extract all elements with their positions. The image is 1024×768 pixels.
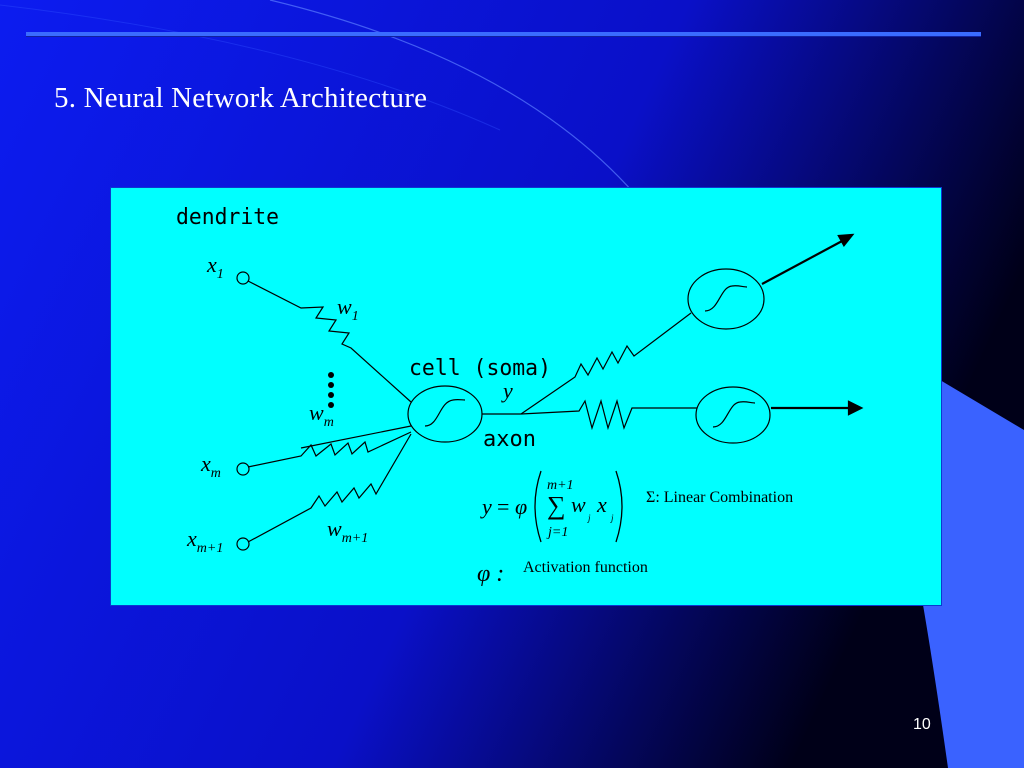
ellipsis-dot xyxy=(328,392,334,398)
neuron-diagram-panel: dendrite x1 xm xm+1 w1 wm wm+1 cell (som… xyxy=(110,187,942,606)
title-divider xyxy=(26,32,981,36)
formula-upper-limit: m+1 xyxy=(547,478,574,493)
output-node-lower xyxy=(695,386,771,444)
phi-note: Activation function xyxy=(523,559,648,576)
output-arrow-upper xyxy=(761,239,845,285)
formula-lhs-y: y xyxy=(480,494,492,519)
ellipsis-dot xyxy=(328,402,334,408)
connection-xm1 xyxy=(247,433,412,543)
weight-label-w1: w1 xyxy=(337,294,359,324)
formula-sum-sign: ∑ xyxy=(547,491,566,520)
formula-w-subscript: j xyxy=(587,513,591,523)
output-node-upper xyxy=(687,268,765,330)
soma-sigmoid-icon xyxy=(424,398,466,427)
axon-branch-lower xyxy=(520,398,697,431)
activation-formula: y = φ m+1 ∑ j=1 w j x j xyxy=(480,470,623,543)
formula-left-paren xyxy=(534,470,542,543)
formula-x-subscript: j xyxy=(610,513,614,523)
formula-equals: = xyxy=(497,494,509,519)
output-upper-sigmoid-icon xyxy=(704,285,748,312)
ellipsis-dot xyxy=(328,372,334,378)
axon-branch-upper xyxy=(520,312,692,415)
sigma-note: Σ: Linear Combination xyxy=(646,489,793,506)
formula-x: x xyxy=(596,492,607,517)
cell-soma-label: cell (soma) xyxy=(409,356,551,381)
input-node-xm xyxy=(236,462,250,476)
weight-label-wm1: wm+1 xyxy=(327,516,368,546)
input-node-xm1 xyxy=(236,537,250,551)
ellipsis-dot xyxy=(328,382,334,388)
input-label-xm: xm xyxy=(200,451,221,481)
soma-node xyxy=(407,385,483,443)
weight-label-wm: wm xyxy=(309,400,334,430)
formula-lower-limit: j=1 xyxy=(546,525,568,540)
connection-xm-upper xyxy=(300,425,412,449)
output-lower-sigmoid-icon xyxy=(712,401,756,428)
formula-w: w xyxy=(571,492,586,517)
neuron-diagram: dendrite x1 xm xm+1 w1 wm wm+1 cell (som… xyxy=(176,205,864,587)
slide-title: 5. Neural Network Architecture xyxy=(54,82,428,114)
dendrite-label: dendrite xyxy=(176,205,279,230)
input-label-x1: x1 xyxy=(206,252,224,282)
input-label-xm1: xm+1 xyxy=(186,526,223,556)
page-number: 10 xyxy=(913,716,931,733)
phi-symbol: φ : xyxy=(477,561,504,587)
formula-right-paren xyxy=(615,470,623,543)
connection-xm xyxy=(247,431,412,468)
output-symbol-y: y xyxy=(501,378,513,403)
input-node-x1 xyxy=(236,271,250,285)
connection-x1 xyxy=(247,280,412,403)
axon-label: axon xyxy=(483,427,536,452)
formula-phi: φ xyxy=(515,494,527,519)
